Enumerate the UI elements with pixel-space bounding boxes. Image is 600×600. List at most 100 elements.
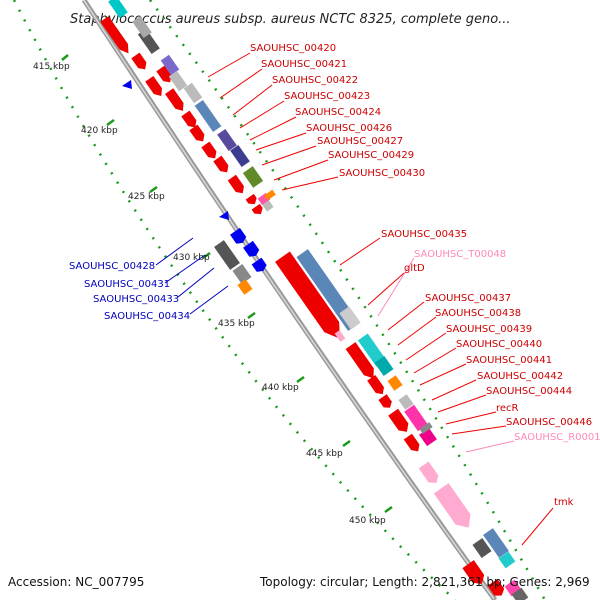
gene-feature[interactable] (404, 404, 428, 432)
gene-feature[interactable] (398, 394, 414, 410)
gene-label[interactable]: SAOUHSC_00421 (261, 59, 347, 70)
gene-label[interactable]: SAOUHSC_00444 (486, 386, 572, 397)
gene-feature[interactable] (242, 166, 264, 188)
gene-feature[interactable] (230, 144, 250, 168)
gene-label[interactable]: SAOUHSC_00424 (295, 107, 381, 118)
gene-feature[interactable] (251, 203, 265, 217)
gene-label[interactable]: SAOUHSC_00440 (456, 339, 542, 350)
feature-track-middle (275, 249, 437, 454)
gene-feature[interactable] (237, 279, 253, 295)
gene-label[interactable]: SAOUHSC_00441 (466, 355, 552, 366)
gene-feature[interactable] (462, 560, 487, 588)
gene-feature[interactable] (160, 54, 180, 76)
gene-feature[interactable] (487, 579, 506, 599)
gene-feature[interactable] (217, 128, 237, 152)
kbp-label-450: 450 kbp (349, 516, 386, 526)
gene-feature[interactable] (227, 174, 247, 196)
gene-feature[interactable] (131, 52, 149, 73)
gene-feature[interactable] (230, 227, 248, 246)
gene-feature[interactable] (245, 193, 259, 207)
accession-info: Accession: NC_007795 (8, 575, 144, 589)
gene-feature[interactable] (189, 124, 207, 145)
gene-feature[interactable] (214, 240, 240, 270)
gene-label[interactable]: SAOUHSC_00437 (425, 293, 511, 304)
gene-feature[interactable] (357, 333, 387, 367)
topology-info: Topology: circular; Length: 2,821,361 bp… (260, 575, 590, 589)
accession-value: NC_007795 (75, 575, 145, 589)
gene-label[interactable]: SAOUHSC_00422 (272, 75, 358, 86)
gene-feature[interactable] (378, 394, 394, 410)
gene-feature[interactable] (243, 240, 261, 259)
gene-feature[interactable] (345, 342, 379, 382)
gene-label[interactable]: SAOUHSC_00428 (69, 261, 155, 272)
kbp-label-415: 415 kbp (33, 62, 70, 72)
gene-label[interactable]: SAOUHSC_00420 (250, 43, 336, 54)
gene-feature[interactable] (183, 82, 203, 104)
gene-feature[interactable] (262, 200, 274, 212)
gene-feature[interactable] (132, 15, 152, 39)
gene-feature[interactable] (145, 75, 165, 99)
gene-label[interactable]: recR (496, 403, 519, 414)
gene-feature[interactable] (275, 251, 347, 344)
gene-feature[interactable] (165, 88, 187, 113)
gene-label[interactable]: SAOUHSC_00429 (328, 150, 414, 161)
gene-feature[interactable] (367, 374, 387, 397)
callout-line-rrna (465, 440, 515, 453)
gene-feature[interactable] (181, 110, 199, 131)
gene-feature[interactable] (419, 422, 433, 434)
gene-feature[interactable] (251, 257, 269, 275)
gene-feature[interactable] (100, 16, 132, 56)
gene-feature[interactable] (122, 80, 132, 89)
gene-label[interactable]: SAOUHSC_00430 (339, 168, 425, 179)
kbp-label-425: 425 kbp (128, 192, 165, 202)
backbone-highlight (82, 0, 495, 600)
gene-label[interactable]: SAOUHSC_00446 (506, 417, 592, 428)
gene-feature[interactable] (264, 189, 276, 201)
gene-feature[interactable] (511, 587, 529, 600)
gene-feature[interactable] (232, 264, 252, 284)
gene-label[interactable]: SAOUHSC_00426 (306, 123, 392, 134)
gene-feature[interactable] (472, 538, 492, 558)
gene-feature[interactable] (403, 433, 423, 454)
gene-feature[interactable] (418, 461, 441, 487)
gene-feature[interactable] (388, 408, 412, 436)
callout-line-trna (377, 257, 415, 317)
gene-label[interactable]: SAOUHSC_00434 (104, 311, 190, 322)
gene-feature[interactable] (387, 375, 403, 391)
genome-title: Staphylococcus aureus subsp. aureus NCTC… (70, 12, 511, 27)
gene-label[interactable]: SAOUHSC_00442 (477, 371, 563, 382)
gene-label[interactable]: gltD (404, 263, 425, 274)
gene-feature[interactable] (339, 306, 361, 330)
gene-feature[interactable] (498, 551, 516, 569)
gene-feature[interactable] (334, 330, 346, 342)
gene-feature[interactable] (213, 155, 231, 176)
gene-feature[interactable] (374, 356, 394, 376)
gene-feature[interactable] (219, 211, 229, 220)
gene-label[interactable]: SAOUHSC_T00048 (414, 249, 506, 260)
kbp-label-435: 435 kbp (218, 319, 255, 329)
feature-track-bottom (418, 461, 529, 600)
feature-track-inner (122, 80, 269, 295)
gene-feature[interactable] (108, 0, 128, 19)
gene-label[interactable]: SAOUHSC_00435 (381, 229, 467, 240)
gene-label[interactable]: SAOUHSC_R0001 (514, 432, 600, 443)
gene-feature[interactable] (168, 70, 188, 92)
gene-label[interactable]: SAOUHSC_00423 (284, 91, 370, 102)
callout-lines-forward (207, 52, 554, 546)
feature-track-top (100, 0, 276, 217)
gene-feature[interactable] (433, 483, 476, 533)
gene-label[interactable]: SAOUHSC_00439 (446, 324, 532, 335)
gene-label[interactable]: SAOUHSC_00431 (84, 279, 170, 290)
gene-label[interactable]: tmk (554, 497, 574, 508)
gene-feature[interactable] (156, 65, 174, 86)
kbp-label-440: 440 kbp (262, 383, 299, 393)
gene-feature[interactable] (483, 528, 509, 558)
gene-feature[interactable] (194, 100, 222, 132)
gene-feature[interactable] (201, 141, 219, 162)
gene-label[interactable]: SAOUHSC_00427 (317, 136, 403, 147)
gene-label[interactable]: SAOUHSC_00438 (435, 308, 521, 319)
gene-label[interactable]: SAOUHSC_00433 (93, 294, 179, 305)
gene-labels-forward: SAOUHSC_00420 SAOUHSC_00421 SAOUHSC_0042… (250, 43, 600, 508)
kbp-label-430: 430 kbp (173, 253, 210, 263)
